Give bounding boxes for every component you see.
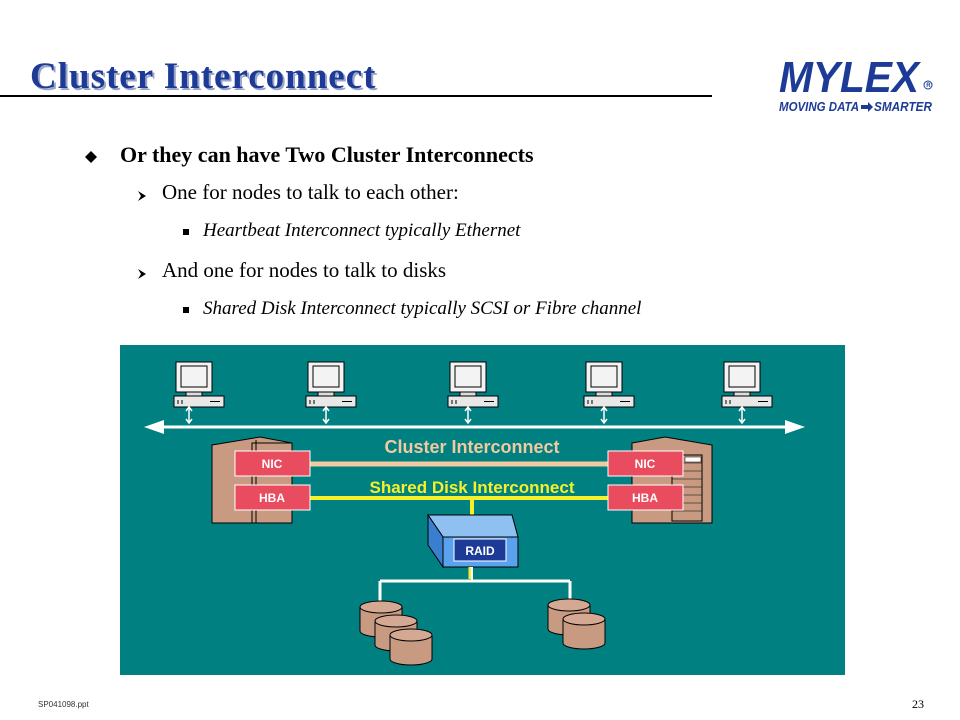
logo-tagline: MOVING DATA xyxy=(779,99,859,114)
hba-label: HBA xyxy=(259,491,285,505)
nic-card-left: NIC xyxy=(234,450,311,477)
arrowhead-bullet-icon xyxy=(138,191,146,201)
page-number: 23 xyxy=(912,697,924,711)
arrowhead-bullet-icon xyxy=(138,269,146,279)
logo-tagline-smarter: SMARTER xyxy=(874,99,933,114)
nic-label: NIC xyxy=(262,457,283,471)
square-bullet-icon xyxy=(183,229,189,235)
square-bullet-icon xyxy=(183,307,189,313)
disk-icon xyxy=(389,628,433,666)
raid-controller: RAID xyxy=(427,513,519,569)
title-underline xyxy=(0,95,712,97)
bullet-level1: Or they can have Two Cluster Interconnec… xyxy=(120,142,534,167)
diamond-bullet-icon xyxy=(85,151,97,163)
footer-filename: SP041098.ppt xyxy=(38,700,89,709)
hba-label: HBA xyxy=(632,491,658,505)
client-network-line xyxy=(144,420,805,434)
slide-title: Cluster Interconnect xyxy=(30,56,377,97)
shared-disk-interconnect-label: Shared Disk Interconnect xyxy=(369,478,574,497)
mylex-logo: MYLEX R MOVING DATA SMARTER xyxy=(779,53,933,114)
nic-label: NIC xyxy=(635,457,656,471)
logo-wordmark: MYLEX xyxy=(779,53,921,102)
tagline-arrow-icon xyxy=(861,102,873,112)
bullet-level2: And one for nodes to talk to disks xyxy=(162,258,447,282)
registered-mark: R xyxy=(926,83,931,89)
hba-card-left: HBA xyxy=(234,484,311,511)
bullet-level3: Shared Disk Interconnect typically SCSI … xyxy=(203,298,642,319)
cluster-diagram: Cluster Interconnect Shared Disk Interco… xyxy=(120,345,845,675)
bullet-level3: Heartbeat Interconnect typically Etherne… xyxy=(203,220,521,241)
registered-icon xyxy=(923,80,933,90)
nic-card-right: NIC xyxy=(607,450,684,477)
bullet-level2: One for nodes to talk to each other: xyxy=(162,180,459,204)
raid-label: RAID xyxy=(465,544,495,558)
cluster-interconnect-label: Cluster Interconnect xyxy=(384,437,559,457)
hba-card-right: HBA xyxy=(607,484,684,511)
disk-icon xyxy=(562,612,606,650)
